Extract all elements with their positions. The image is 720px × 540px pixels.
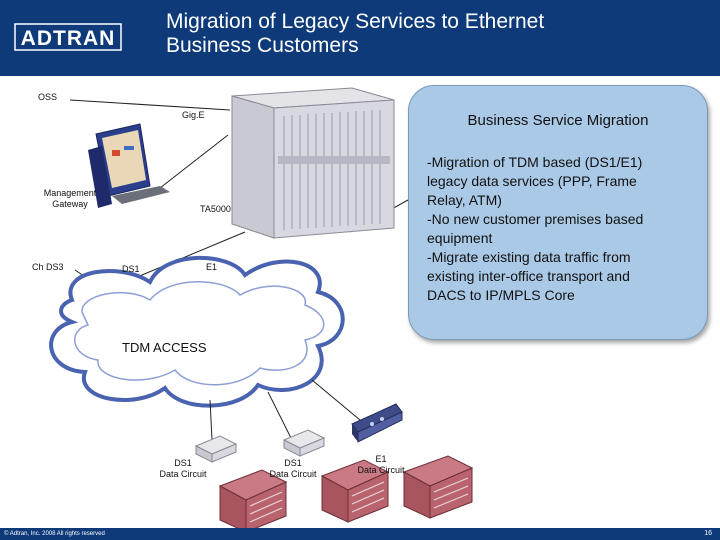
oss-link-line: [69, 99, 231, 111]
endpoint-2-line-1: DS1: [284, 458, 302, 468]
footer-bar: © Adtran, Inc. 2008 All rights reserved …: [0, 528, 720, 540]
endpoint-1-line-2: Data Circuit: [159, 469, 207, 479]
management-gateway-line-2: Gateway: [52, 199, 88, 209]
endpoint-label-3: E1 Data Circuit: [350, 454, 412, 476]
ds1-label: DS1: [122, 264, 140, 274]
callout-line-6: -Migrate existing data traffic from: [427, 249, 631, 265]
building-icon-3: [402, 455, 474, 519]
building-icon-1: [218, 469, 288, 533]
e1-device-icon: [351, 403, 403, 443]
business-service-migration-callout: Business Service Migration -Migration of…: [408, 85, 708, 340]
gateway-link-line: [159, 134, 229, 189]
e1-label: E1: [206, 262, 218, 272]
endpoint-label-1: DS1 Data Circuit: [150, 458, 216, 480]
nid-device-icon-1: [194, 435, 238, 463]
title-line-1: Migration of Legacy Services to Ethernet: [166, 10, 545, 33]
endpoint-label-2: DS1 Data Circuit: [260, 458, 326, 480]
management-gateway-computer-icon: [88, 123, 170, 208]
logo-area: ADTRAN: [0, 0, 140, 76]
callout-line-5: equipment: [427, 230, 493, 246]
tdm-access-cloud: [49, 255, 345, 408]
oss-label: OSS: [38, 92, 58, 102]
page-title: Migration of Legacy Services to Ethernet…: [166, 10, 686, 58]
callout-line-8: DACS to IP/MPLS Core: [427, 287, 575, 303]
copyright-text: © Adtran, Inc. 2008 All rights reserved: [4, 531, 105, 537]
callout-line-4: -No new customer premises based: [427, 211, 644, 227]
ds1-link-line: [129, 231, 246, 281]
gige-label: Gig.E: [182, 110, 205, 120]
ta5000-label: TA5000: [200, 204, 231, 214]
circuit-line-2: [267, 391, 293, 441]
callout-line-1: -Migration of TDM based (DS1/E1): [427, 154, 643, 170]
management-gateway-line-1: Management: [43, 188, 97, 198]
tdm-access-label: TDM ACCESS: [122, 340, 207, 355]
building-icon-2: [320, 459, 390, 523]
callout-line-2: legacy data services (PPP, Frame: [427, 173, 637, 189]
endpoint-3-line-1: E1: [375, 454, 387, 464]
page-number: 16: [704, 530, 712, 537]
logo-text: ADTRAN: [21, 27, 116, 50]
endpoint-2-line-2: Data Circuit: [269, 469, 317, 479]
ta5000-chassis-icon: [231, 87, 395, 239]
callout-line-3: Relay, ATM): [427, 192, 502, 208]
callout-title: Business Service Migration: [467, 112, 649, 129]
nid-device-icon-2: [282, 429, 326, 457]
endpoint-3-line-2: Data Circuit: [357, 465, 405, 475]
endpoint-1-line-1: DS1: [174, 458, 192, 468]
circuit-line-1: [209, 399, 213, 441]
adtran-logo: ADTRAN: [14, 23, 122, 51]
callout-line-7: existing inter-office transport and: [427, 268, 630, 284]
callout-body: -Migration of TDM based (DS1/E1) legacy …: [427, 153, 697, 305]
management-gateway-label: Management Gateway: [30, 188, 110, 210]
header-bar: ADTRAN Migration of Legacy Services to E…: [0, 0, 720, 76]
title-line-2: Business Customers: [166, 34, 359, 57]
ch-ds3-label: Ch DS3: [32, 262, 64, 272]
